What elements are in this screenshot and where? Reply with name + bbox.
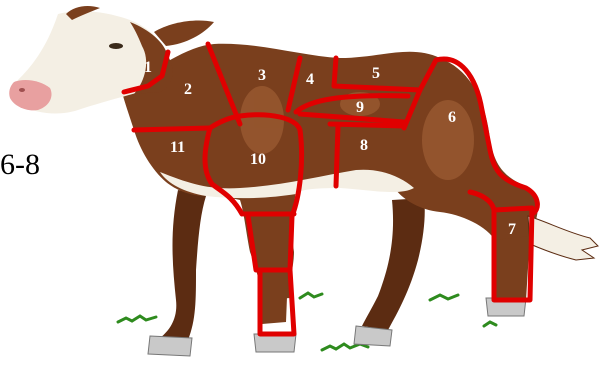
cut-label-11: 11	[170, 139, 185, 156]
cut-label-10: 10	[250, 151, 266, 168]
cut-label-5: 5	[372, 65, 380, 82]
cut-label-1: 1	[144, 59, 152, 76]
cut-label-2: 2	[184, 81, 192, 98]
eye	[109, 43, 123, 49]
cut-label-9: 9	[356, 99, 364, 116]
nostril	[19, 88, 25, 92]
cut-label-7: 7	[508, 221, 516, 238]
cut-label-6: 6	[448, 109, 456, 126]
cut-label-4: 4	[306, 71, 314, 88]
cut-label-3: 3	[258, 67, 266, 84]
tail	[528, 216, 598, 260]
ear	[154, 20, 214, 46]
cut-label-8: 8	[360, 137, 368, 154]
figure-label: 6-8	[0, 150, 40, 180]
